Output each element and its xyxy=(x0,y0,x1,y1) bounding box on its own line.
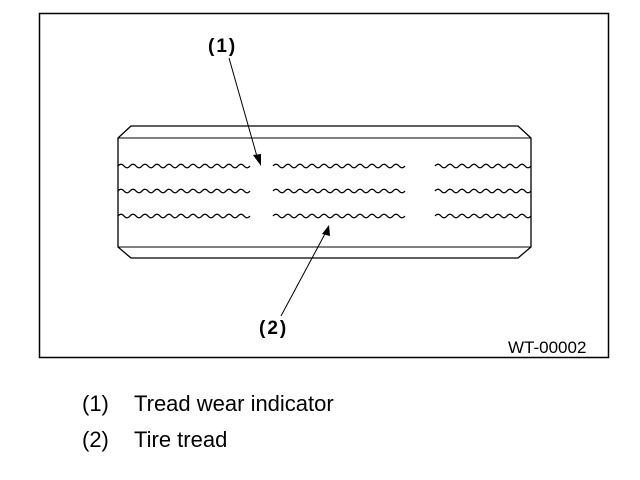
tread-groove xyxy=(434,188,532,194)
tread-groove xyxy=(272,213,406,219)
tire-tread-diagram: (1) (2) WT-00002 xyxy=(38,12,610,359)
legend-item-number: (2) xyxy=(82,427,109,452)
legend: (1) Tread wear indicator (2) Tire tread xyxy=(82,386,334,458)
tread-groove xyxy=(272,188,406,194)
tread-groove xyxy=(117,163,251,169)
callout-2-leader xyxy=(280,231,327,317)
legend-item-number: (1) xyxy=(82,391,109,416)
figure-frame xyxy=(38,12,610,359)
legend-item-label: Tire tread xyxy=(134,427,228,452)
legend-item: (2) Tire tread xyxy=(82,422,334,458)
tread-grooves xyxy=(117,163,532,219)
tread-groove xyxy=(117,213,251,219)
callout-1-leader xyxy=(228,57,259,161)
tread-groove xyxy=(117,188,251,194)
legend-item: (1) Tread wear indicator xyxy=(82,386,334,422)
figure-id: WT-00002 xyxy=(508,338,586,357)
callout-1-arrowhead xyxy=(253,154,261,166)
callout-2-label: (2) xyxy=(259,318,288,339)
tread-groove xyxy=(272,163,406,169)
legend-item-label: Tread wear indicator xyxy=(134,391,334,416)
tread-groove xyxy=(434,163,532,169)
callout-2-arrowhead xyxy=(322,225,330,236)
callout-1-label: (1) xyxy=(208,36,237,57)
tread-groove xyxy=(434,213,532,219)
